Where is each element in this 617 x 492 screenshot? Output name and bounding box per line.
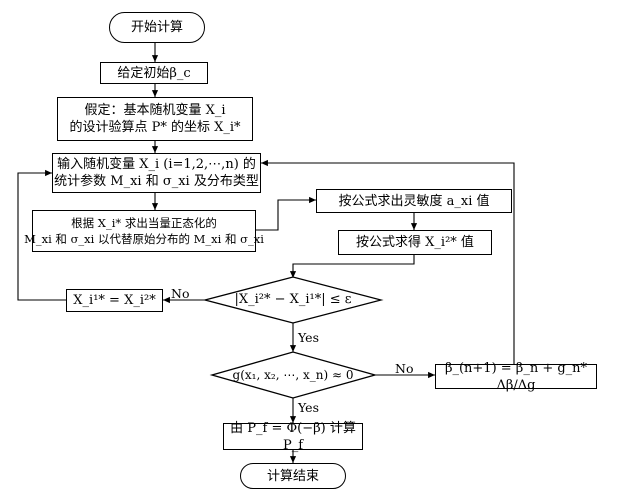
init-beta-label: 给定初始β_c	[117, 65, 191, 81]
start-label: 开始计算	[130, 20, 183, 35]
update-x-box: X_i¹* = X_i²*	[66, 289, 163, 312]
convergence-check-text: |X_i²* − X_i¹*| ≤ ε	[222, 291, 364, 309]
assume-line-1: 假定：基本随机变量 X_i	[84, 103, 226, 118]
compute-x-label: 按公式求得 X_i²* 值	[356, 235, 474, 250]
end-terminal: 计算结束	[240, 463, 346, 489]
no-label-limit-state: No	[395, 361, 414, 376]
input-vars-box: 输入随机变量 X_i (i=1,2,⋯,n) 的 统计参数 M_xi 和 σ_x…	[52, 153, 261, 193]
update-beta-label: β_(n+1) = β_n + g_n* Δβ/Δg	[444, 360, 588, 393]
normalize-line-2: M_xi 和 σ_xi 以代替原始分布的 M_xi 和 σ_xi	[24, 232, 264, 246]
sensitivity-box: 按公式求出灵敏度 a_xi 值	[316, 189, 512, 213]
yes-label-convergence: Yes	[298, 330, 319, 345]
assume-line-2: 的设计验算点 P* 的坐标 X_i*	[69, 120, 241, 135]
convergence-diamond	[202, 276, 384, 324]
sensitivity-label: 按公式求出灵敏度 a_xi 值	[338, 193, 490, 209]
update-beta-box: β_(n+1) = β_n + g_n* Δβ/Δg	[435, 361, 597, 393]
arrow-normalize-to-sensitivity	[256, 196, 316, 231]
failure-prob-box: 由 P_f = Φ(−β) 计算 P_f	[223, 421, 363, 453]
normalize-box: 根据 X_i* 求出当量正态化的 M_xi 和 σ_xi 以代替原始分布的 M_…	[24, 210, 264, 252]
compute-x-box: 按公式求得 X_i²* 值	[338, 230, 492, 255]
arrow-beta-to-input	[261, 159, 515, 364]
init-beta-box: 给定初始β_c	[100, 62, 208, 84]
limit-state-diamond	[209, 351, 378, 399]
normalize-line-1: 根据 X_i* 求出当量正态化的	[71, 216, 217, 230]
convergence-check-label: |X_i²* − X_i¹*| ≤ ε	[234, 292, 352, 307]
yes-label-limit-state: Yes	[298, 400, 319, 415]
start-terminal: 开始计算	[109, 12, 205, 43]
end-label: 计算结束	[266, 468, 319, 484]
input-vars-line-1: 输入随机变量 X_i (i=1,2,⋯,n) 的	[57, 157, 256, 172]
limit-state-check-text: g(x₁, x₂, ⋯, x_n) ≈ 0	[228, 366, 358, 384]
assume-box: 假定：基本随机变量 X_i 的设计验算点 P* 的坐标 X_i*	[57, 97, 253, 141]
input-vars-line-2: 统计参数 M_xi 和 σ_xi 及分布类型	[54, 174, 259, 189]
arrow-compute-to-check	[289, 255, 415, 278]
failure-prob-label: 由 P_f = Φ(−β) 计算 P_f	[230, 420, 356, 453]
no-label-convergence: No	[171, 286, 190, 301]
limit-state-check-label: g(x₁, x₂, ⋯, x_n) ≈ 0	[232, 368, 354, 382]
arrow-update-to-input	[17, 169, 66, 301]
update-x-label: X_i¹* = X_i²*	[73, 293, 156, 308]
